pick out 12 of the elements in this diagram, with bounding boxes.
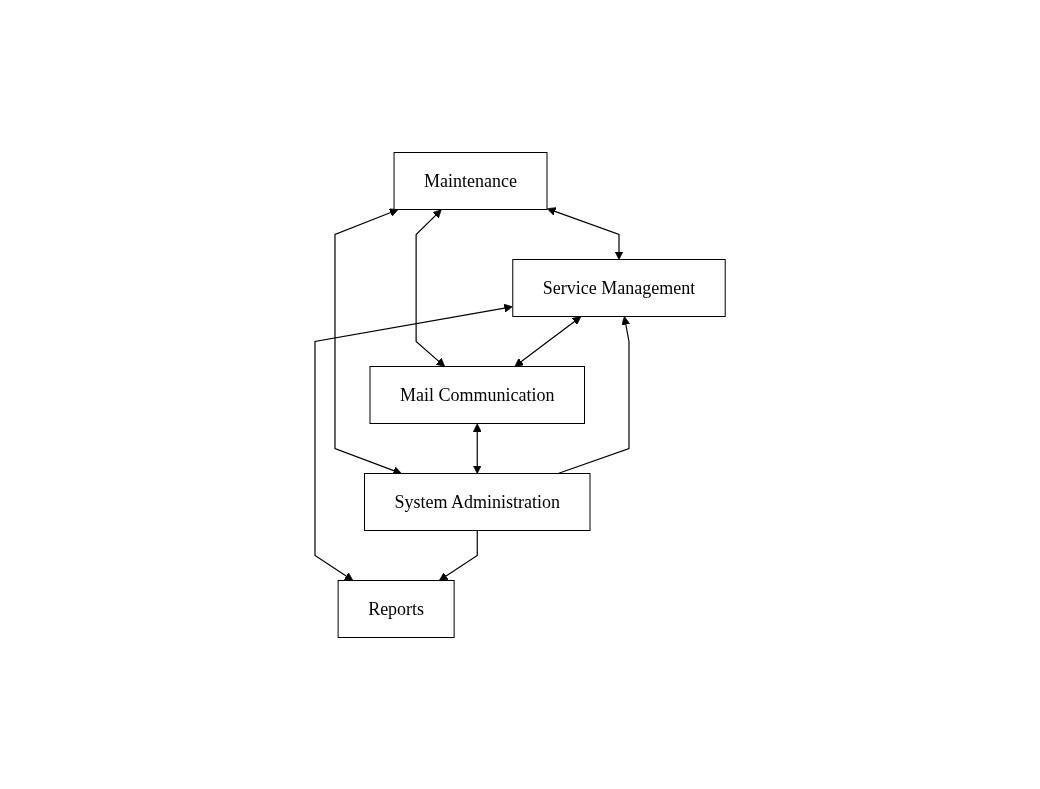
arrow xyxy=(438,529,478,581)
node-box: Mail Communication xyxy=(369,365,585,424)
arrow xyxy=(415,208,445,367)
arrow xyxy=(514,315,582,367)
node-box: Service Management xyxy=(512,258,726,317)
arrow xyxy=(472,423,482,474)
arrow xyxy=(546,206,624,260)
arrow xyxy=(314,303,513,581)
node-box: Maintenance xyxy=(393,151,548,210)
arrow xyxy=(334,207,402,475)
node-box: System Administration xyxy=(363,472,591,531)
node-box: Reports xyxy=(337,579,455,638)
